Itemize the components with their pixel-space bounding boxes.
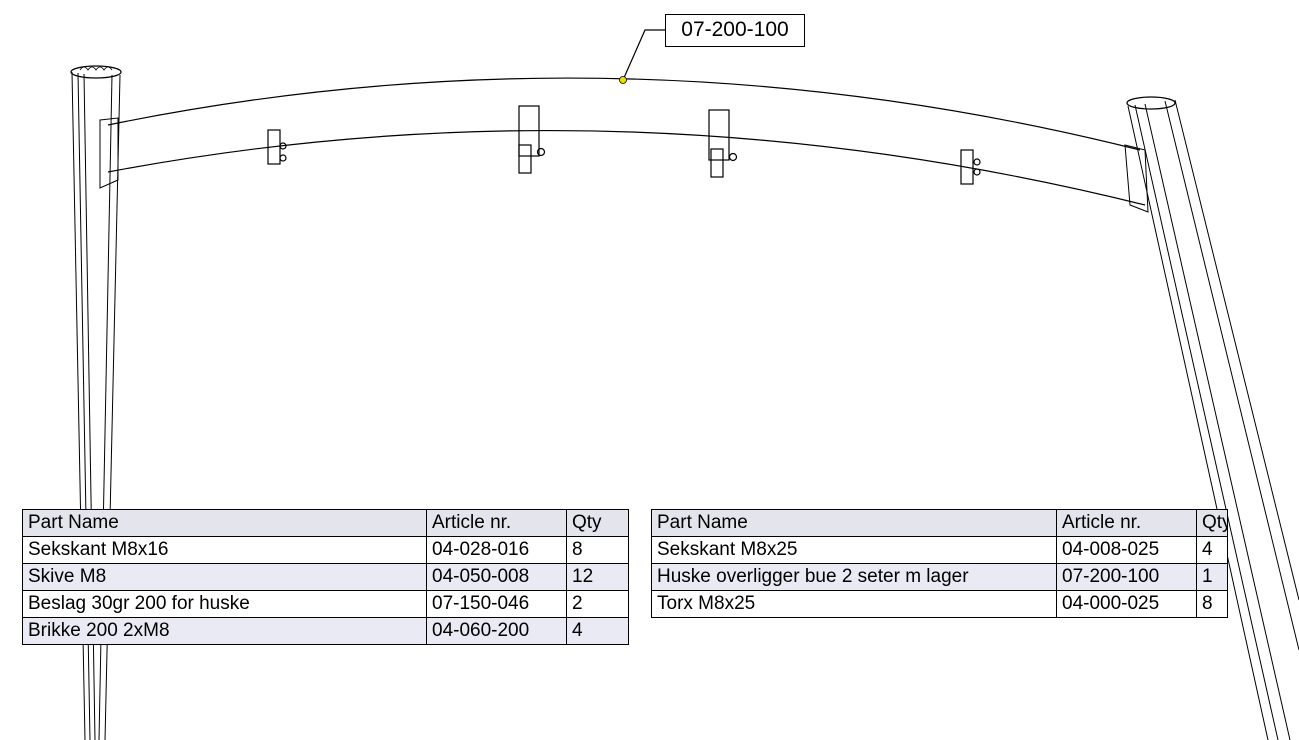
bracket-4	[960, 149, 981, 185]
part-name-cell: Beslag 30gr 200 for huske	[22, 590, 427, 618]
header-qty: Qty	[1196, 509, 1228, 537]
bracket-3	[708, 109, 738, 178]
article-cell: 04-028-016	[426, 536, 567, 564]
table-row: Skive M8 04-050-008 12	[22, 563, 629, 591]
table-row: Huske overligger bue 2 seter m lager 07-…	[651, 563, 1228, 591]
part-name-cell: Torx M8x25	[651, 590, 1057, 618]
part-name-cell: Huske overligger bue 2 seter m lager	[651, 563, 1057, 591]
bom-table-left: Part Name Article nr. Qty Sekskant M8x16…	[22, 509, 629, 645]
table-row: Brikke 200 2xM8 04-060-200 4	[22, 617, 629, 645]
header-qty: Qty	[566, 509, 629, 537]
article-cell: 04-060-200	[426, 617, 567, 645]
table-row: Beslag 30gr 200 for huske 07-150-046 2	[22, 590, 629, 618]
qty-cell: 2	[566, 590, 629, 618]
qty-cell: 8	[566, 536, 629, 564]
header-part-name: Part Name	[22, 509, 427, 537]
article-cell: 07-200-100	[1056, 563, 1197, 591]
part-name-cell: Skive M8	[22, 563, 427, 591]
part-name-cell: Sekskant M8x25	[651, 536, 1057, 564]
article-cell: 07-150-046	[426, 590, 567, 618]
qty-cell: 12	[566, 563, 629, 591]
callout-leader	[622, 29, 665, 81]
callout-label: 07-200-100	[665, 14, 805, 47]
table-row: Sekskant M8x16 04-028-016 8	[22, 536, 629, 564]
header-part-name: Part Name	[651, 509, 1057, 537]
bracket-1	[267, 129, 287, 165]
qty-cell: 8	[1196, 590, 1228, 618]
qty-cell: 4	[566, 617, 629, 645]
bracket-2	[518, 105, 546, 174]
table-row: Torx M8x25 04-000-025 8	[651, 590, 1228, 618]
right-post	[1126, 96, 1299, 740]
qty-cell: 1	[1196, 563, 1228, 591]
table-header-row: Part Name Article nr. Qty	[22, 509, 629, 537]
header-article-nr: Article nr.	[426, 509, 567, 537]
left-post	[70, 65, 122, 740]
header-article-nr: Article nr.	[1056, 509, 1197, 537]
bom-table-right: Part Name Article nr. Qty Sekskant M8x25…	[651, 509, 1228, 618]
part-name-cell: Sekskant M8x16	[22, 536, 427, 564]
table-row: Sekskant M8x25 04-008-025 4	[651, 536, 1228, 564]
article-cell: 04-000-025	[1056, 590, 1197, 618]
table-header-row: Part Name Article nr. Qty	[651, 509, 1228, 537]
article-cell: 04-008-025	[1056, 536, 1197, 564]
part-name-cell: Brikke 200 2xM8	[22, 617, 427, 645]
qty-cell: 4	[1196, 536, 1228, 564]
arched-beam	[99, 77, 1149, 213]
article-cell: 04-050-008	[426, 563, 567, 591]
callout-dot	[619, 76, 627, 84]
